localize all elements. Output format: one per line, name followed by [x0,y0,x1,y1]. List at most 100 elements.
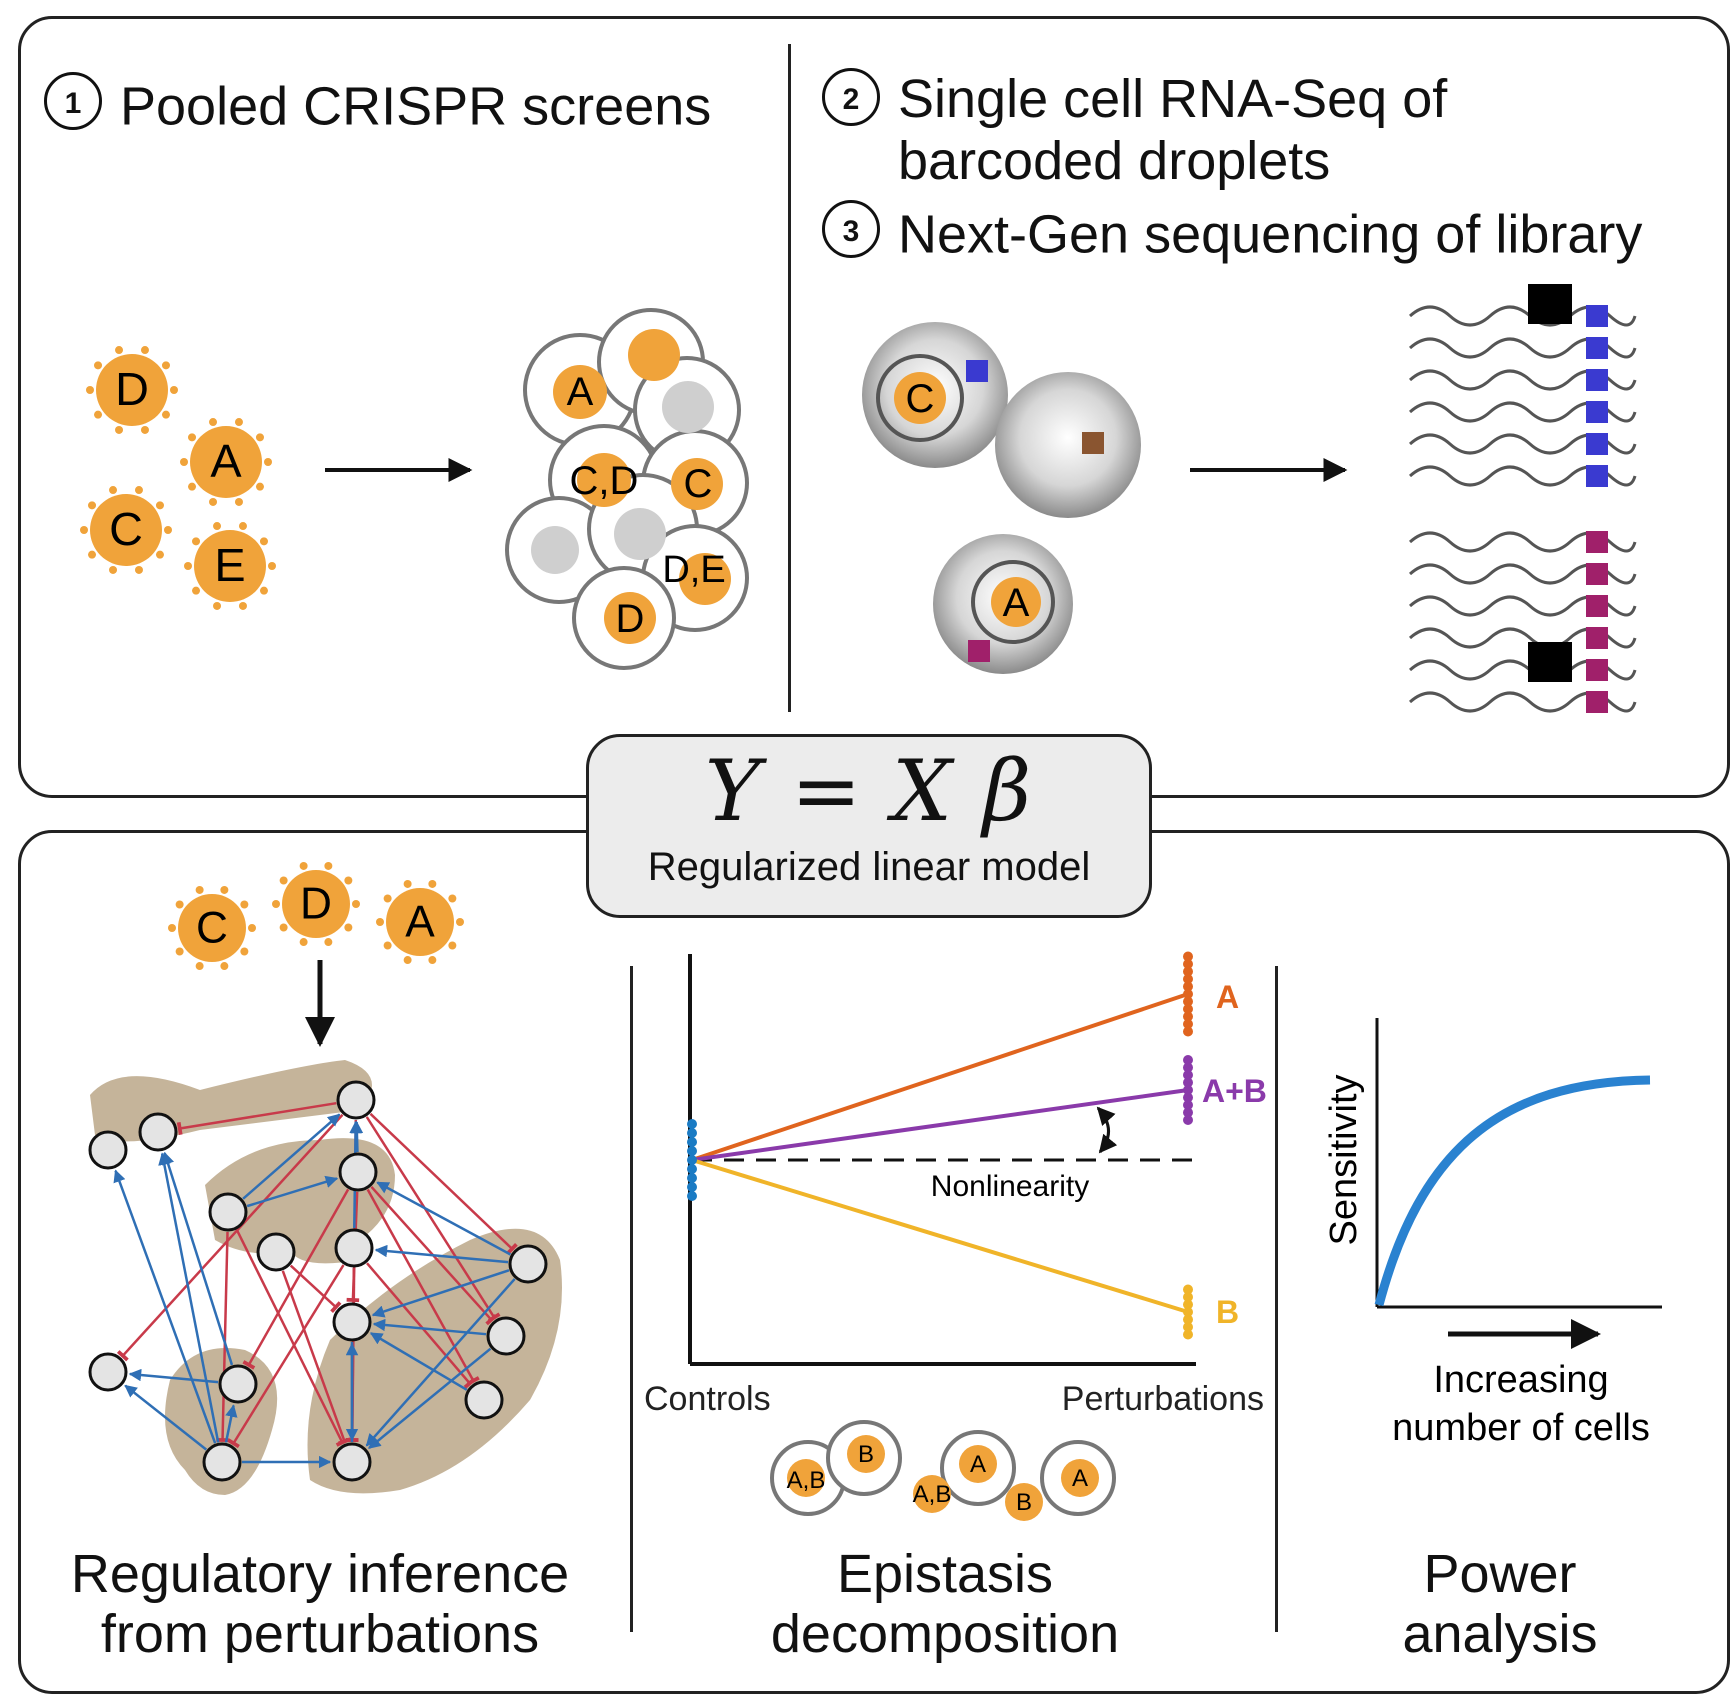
cell-dot [1183,959,1193,969]
virus-spike [170,386,178,394]
read-barcode [1586,531,1608,553]
series-label-AB: A+B [1202,1073,1267,1109]
caption-epistasis: Epistasis decomposition [690,1544,1200,1664]
cell-dot [687,1182,697,1192]
step2-line2: barcoded droplets [898,131,1331,191]
guide-virus: A [180,418,272,506]
virus-spike [240,947,249,956]
read-barcode [1586,691,1608,713]
network-edge [369,1332,468,1391]
cell-dot [1183,1077,1193,1088]
virus-spike [155,501,164,510]
virus-spike [383,941,392,950]
network-edge [365,1116,501,1323]
cell-label: A,B [913,1481,952,1508]
read-wave [1408,595,1637,617]
droplet-label: A [1003,581,1030,625]
network-edge [116,1113,344,1362]
virus-spike [428,956,437,965]
read-wave [1408,433,1637,455]
module-blob [307,1228,562,1494]
virus-label: A [210,435,242,487]
cell-dot [1183,1085,1193,1095]
virus-spike [383,894,392,903]
virus-spike [220,885,229,894]
guide-virus: E [184,522,276,610]
virus-spike [192,537,201,546]
network-edge [242,1113,341,1200]
sequencing-reads [1408,284,1637,713]
virus-spike [403,879,412,888]
barcode-bead-magenta [968,640,990,662]
read-barcode [1586,627,1608,649]
step1-number: 1 [44,71,102,130]
virus-label: D [115,363,149,415]
gene-node [464,1380,504,1420]
virus-spike [134,486,143,495]
cell-dot [1183,981,1193,992]
virus-spike [213,601,222,610]
network-edge [365,1278,516,1447]
network-edge [224,1404,238,1443]
gene-node [338,1152,378,1192]
step2-line1: Single cell RNA-Seq of [898,69,1448,129]
series-line-B [691,1158,1189,1314]
cell-label: A [970,1451,986,1478]
network-edge [376,1181,512,1256]
virus-body [178,894,246,962]
power-x-label-line2: number of cells [1392,1407,1650,1449]
cell-label: D [616,597,645,641]
series-label-B: B [1216,1294,1239,1330]
read-wave [1408,627,1637,649]
cell-dot [687,1119,697,1129]
read-barcode [1586,305,1608,327]
virus-spike [279,876,288,885]
power-x-label-line1: Increasing [1433,1359,1608,1401]
virus-spike [184,562,192,570]
virus-spike [88,550,97,559]
virus-spike [255,482,264,491]
x-label-perturbations: Perturbations [1062,1380,1264,1418]
virus-spike [188,482,197,491]
virus-body [194,530,266,602]
gene-node [202,1442,242,1482]
read-barcode [1586,659,1608,681]
series-line-AB [691,1088,1189,1162]
cell-dot [687,1191,697,1201]
power-y-label: Sensitivity [1323,1074,1365,1245]
virus-spike [213,522,222,531]
caption-power-line1: Power [1423,1544,1577,1604]
virus-spike [209,497,218,506]
network-edge [289,1264,342,1313]
virus-spike [448,941,457,950]
cell-dot [1183,1115,1193,1125]
virus-spike [94,361,103,370]
read-barcode [1586,369,1608,391]
virus-spike [456,918,464,926]
gene-node [332,1302,372,1342]
cell-dot [1183,1284,1193,1295]
regulatory-network [88,1060,562,1495]
network-edge [124,1384,208,1451]
network-edge [368,1347,492,1450]
gene-node [208,1192,248,1232]
virus-body [282,870,350,938]
virus-spike [324,938,333,947]
nonlinearity-arrow [1096,1106,1118,1154]
virus-spike [279,923,288,932]
virus-body [190,426,262,498]
guide-dot [604,592,656,644]
cell-dot [1183,1055,1193,1065]
virus-spike [164,526,172,534]
cell-dot [1183,1322,1193,1332]
network-edge [176,1101,337,1135]
gene-node [138,1112,178,1152]
series-label-A: A [1216,979,1239,1015]
barcode-bead-brown [1082,432,1104,454]
power-chart: Sensitivity Increasing number of cells [1323,1018,1662,1449]
guide-virus: D [272,861,360,947]
virus-spike [259,586,268,595]
network-edge [369,1112,518,1255]
